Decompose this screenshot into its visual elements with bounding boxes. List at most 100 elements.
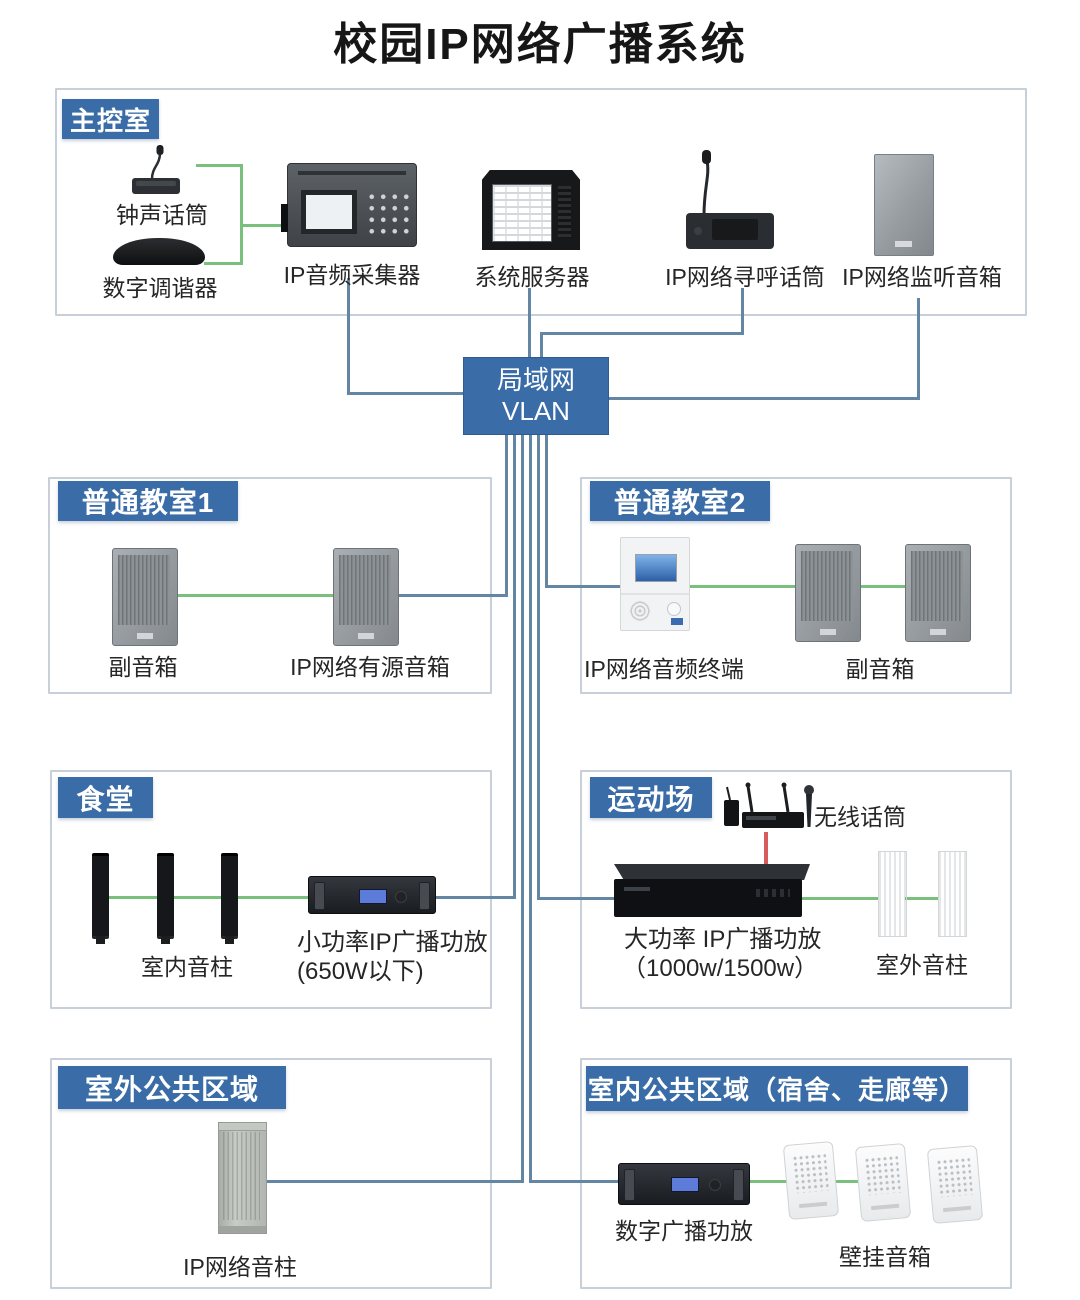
- aux-speaker-device: [112, 548, 178, 646]
- terminal-divider: [621, 593, 689, 595]
- connector-line: [505, 432, 508, 597]
- connector-line: [176, 594, 333, 597]
- connector-line: [238, 896, 308, 899]
- vlan-label-line2: VLAN: [502, 396, 570, 426]
- connector-line: [263, 1180, 521, 1183]
- amp-handle: [419, 882, 430, 910]
- label-aux-speaker-2: 副音箱: [845, 656, 915, 682]
- header-classroom2: 普通教室2: [590, 481, 770, 521]
- audio-terminal-device: [620, 537, 690, 631]
- outdoor-column-device: [938, 851, 967, 937]
- label-digital-amp: 数字广播功放: [615, 1218, 753, 1244]
- label-server: 系统服务器: [474, 264, 590, 290]
- header-classroom1: 普通教室1: [58, 481, 238, 521]
- amp-knob: [709, 1179, 721, 1191]
- column-cap-top: [219, 1123, 266, 1131]
- header-sports-field: 运动场: [590, 777, 712, 818]
- connector-line: [545, 585, 620, 588]
- terminal-chip: [671, 618, 683, 625]
- label-tuner: 数字调谐器: [102, 275, 218, 301]
- column-cap-bottom: [219, 1226, 266, 1233]
- digital-amp-device: [618, 1163, 750, 1205]
- label-paging-mic: IP网络寻呼话筒: [665, 264, 825, 290]
- speaker-tag: [943, 1205, 972, 1213]
- speaker-tag: [871, 1203, 900, 1211]
- connector-line: [605, 397, 920, 400]
- vlan-node: 局域网 VLAN: [463, 357, 609, 435]
- amp-display: [359, 889, 387, 904]
- aux-speaker-device: [795, 544, 861, 642]
- connector-line: [537, 897, 614, 900]
- label-high-power-amp-line1: 大功率 IP广播功放: [624, 926, 822, 953]
- connector-line: [741, 288, 744, 335]
- indoor-column-device: [157, 853, 174, 944]
- connector-line: [859, 585, 905, 588]
- speaker-grille: [863, 1154, 901, 1196]
- label-collector: IP音频采集器: [283, 262, 421, 288]
- page-title: 校园IP网络广播系统: [333, 20, 747, 69]
- connector-line: [540, 332, 744, 335]
- audio-collector-device: [281, 163, 417, 247]
- connector-line: [347, 278, 350, 395]
- collector-keypad: [364, 189, 410, 235]
- high-power-amp-top: [614, 864, 810, 880]
- connector-line: [540, 332, 543, 358]
- vlan-label-line1: 局域网: [496, 364, 575, 395]
- speaker-tag: [930, 629, 946, 635]
- speaker-grille: [118, 555, 170, 625]
- terminal-knob: [667, 602, 681, 616]
- connector-line: [109, 896, 157, 899]
- speaker-tag: [820, 629, 836, 635]
- label-ip-column: IP网络音柱: [183, 1254, 297, 1280]
- server-screen: [492, 184, 552, 242]
- active-speaker-device: [333, 548, 399, 646]
- tuner-device: [113, 238, 205, 265]
- label-wall-speaker: 壁挂音箱: [839, 1244, 931, 1270]
- aux-speaker-device: [905, 544, 971, 642]
- header-canteen: 食堂: [58, 777, 153, 818]
- indoor-column-device: [221, 853, 238, 944]
- label-wireless-mic: 无线话筒: [814, 804, 906, 830]
- column-slats: [223, 1132, 260, 1220]
- speaker-tag: [137, 633, 153, 639]
- server-vents: [558, 186, 571, 238]
- bell-mic-device: [132, 145, 180, 194]
- speaker-grille: [791, 1152, 829, 1194]
- speaker-grille: [935, 1156, 973, 1198]
- connector-line: [434, 896, 515, 899]
- label-active-speaker: IP网络有源音箱: [290, 654, 450, 680]
- speaker-grille: [339, 555, 391, 625]
- speaker-tag: [799, 1201, 828, 1209]
- collector-screen: [301, 190, 357, 234]
- ip-column-device: [218, 1122, 267, 1234]
- speaker-grille: [911, 551, 963, 621]
- speaker-grille: [801, 551, 853, 621]
- amp-handle: [624, 1169, 635, 1201]
- connector-line: [529, 1180, 618, 1183]
- wall-mount-speaker-device: [782, 1140, 840, 1221]
- connector-line: [240, 164, 243, 265]
- label-high-power-amp-line2: （1000w/1500w）: [622, 955, 819, 982]
- monitor-speaker-tag: [895, 241, 912, 247]
- connector-line: [347, 392, 463, 395]
- connector-line: [529, 432, 532, 1183]
- label-monitor-speaker: IP网络监听音箱: [842, 264, 1002, 290]
- connector-line: [802, 897, 878, 900]
- outdoor-column-device: [878, 851, 907, 937]
- header-control-room: 主控室: [62, 99, 159, 139]
- collector-top-strip: [298, 171, 406, 175]
- terminal-speaker: [629, 600, 651, 622]
- connector-line: [513, 432, 516, 899]
- label-outdoor-column: 室外音柱: [876, 952, 968, 978]
- low-power-amp-device: [308, 876, 436, 914]
- wall-mount-speaker-device: [854, 1142, 912, 1223]
- collector-screen-inner: [306, 195, 352, 229]
- connector-line: [764, 832, 768, 876]
- label-indoor-column: 室内音柱: [141, 954, 233, 980]
- speaker-tag: [358, 633, 374, 639]
- label-aux-speaker-1: 副音箱: [108, 654, 178, 680]
- connector-line: [174, 896, 221, 899]
- header-indoor-public: 室内公共区域（宿舍、走廊等）: [586, 1066, 968, 1111]
- connector-line: [204, 262, 242, 265]
